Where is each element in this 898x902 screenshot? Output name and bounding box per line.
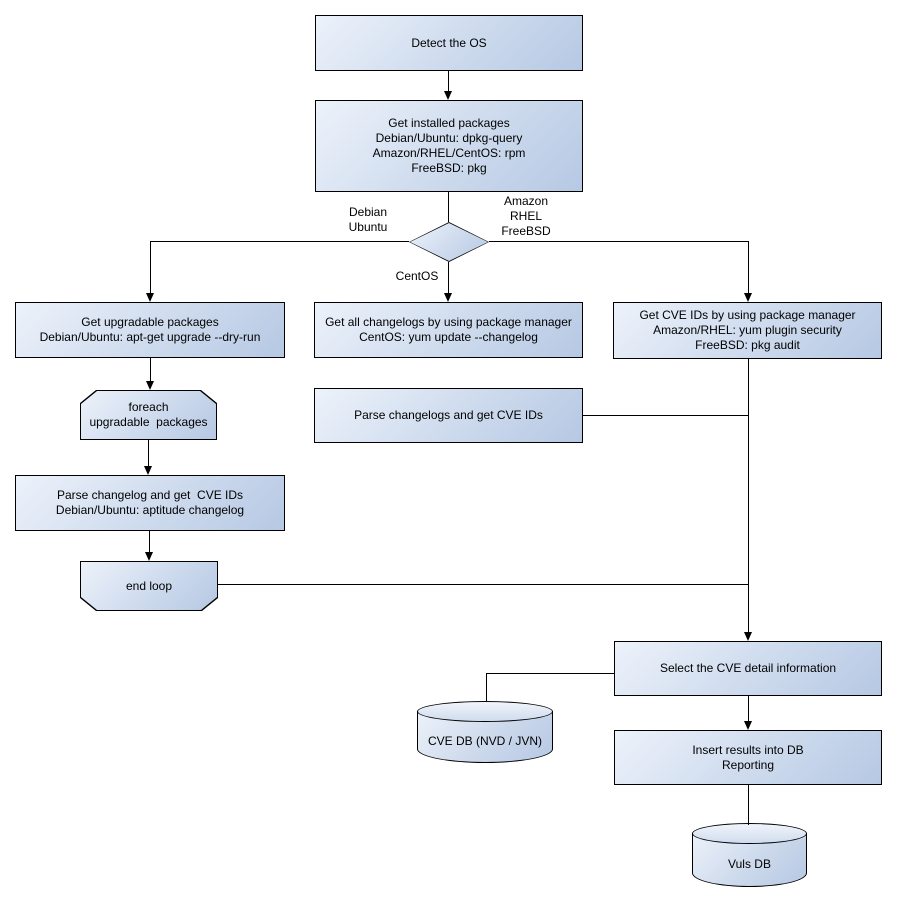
edge-select-to-insert-arrowhead [744,721,752,730]
text-line: FreeBSD: pkg audit [695,338,800,352]
edge-decision-to-cve-ids-arrowhead [744,293,752,302]
text-line: Reporting [721,757,775,772]
edge-label-centos: CentOS [395,269,439,283]
loop-end-fill [81,562,217,610]
edge-endloop-merge-hline [218,584,748,585]
activity-parse-changelogs: Parse changelogs and get CVE IDs [314,388,583,443]
edge-foreach-to-parse-arrowhead [144,466,152,475]
text-line: Get upgradable packages [81,315,219,329]
loop-end: end loop [80,561,218,611]
text-line: end loop [125,578,173,593]
text-line: CentOS: yum update --changelog [359,330,538,344]
edge-label-debian-ubuntu: Debian Ubuntu [348,205,388,234]
edge-detect-to-installed-arrowhead [444,91,452,100]
edge-decision-to-changelogs-arrowhead [444,293,452,302]
edge-label-amazon-rhel-freebsd: Amazon RHEL FreeBSD [501,194,551,238]
decision-os-branch-fill [410,223,488,261]
edge-upgradable-to-foreach-line [150,358,151,381]
database-vuls-db-top [692,823,807,844]
text-line: Debian/Ubuntu: apt-get upgrade --dry-run [39,330,261,344]
edge-merge-to-select-arrowhead [744,632,752,641]
text-line: Debian/Ubuntu: aptitude changelog [55,503,245,517]
database-vuls-db: Vuls DB [692,823,807,887]
edge-decision-right-vline [748,241,749,293]
text-line: FreeBSD: pkg [411,161,487,175]
database-cve-db: CVE DB (NVD / JVN) [417,701,553,763]
edge-installed-to-decision-line [448,192,449,222]
loop-end-text: end loop [80,561,218,611]
text-line: Insert results into DB [692,742,804,757]
edge-parse-changelogs-merge-hline [583,415,748,416]
edge-detect-to-installed-line [448,71,449,92]
edge-select-to-insert-line [748,696,749,721]
edge-decision-right-hline [489,241,748,242]
text-line: Parse changelog and get CVE IDs [56,488,244,502]
database-cve-db-top [417,701,553,722]
text-line: upgradable packages [89,415,208,429]
text-line: foreach [128,400,169,414]
loop-start-foreach-fill [81,391,216,439]
edge-decision-left-vline [150,241,151,293]
decision-os-branch [409,222,489,262]
edge-merge-to-select-vline [748,359,749,632]
edge-foreach-to-parse-line [148,440,149,466]
text-line: Parse changelogs and get CVE IDs [354,408,543,422]
edge-upgradable-to-foreach-arrowhead [146,381,154,390]
text-line: Get installed packages [388,116,510,130]
edge-decision-left-hline [150,241,409,242]
edge-cvedb-to-select-vline [486,673,487,701]
activity-get-all-changelogs: Get all changelogs by using package mana… [314,302,583,358]
text-line: Detect the OS [411,35,487,50]
text-line: Amazon/RHEL: yum plugin security [653,323,842,337]
database-cve-db-label: CVE DB (NVD / JVN) [427,733,542,748]
text-line: Get CVE IDs by using package manager [639,308,856,322]
edge-decision-down-vline [448,262,449,293]
activity-detect-os: Detect the OS [315,15,583,71]
edge-parse-to-endloop-line [149,531,150,552]
text-line: Amazon/RHEL/CentOS: rpm [372,146,526,160]
activity-select-cve-detail: Select the CVE detail information [614,641,882,696]
text-line: Select the CVE detail information [659,661,837,675]
edge-decision-to-upgradable-arrowhead [146,293,154,302]
text-line: Get all changelogs by using package mana… [325,315,572,329]
edge-insert-to-vulsdb-line [748,785,749,825]
text-line: Debian/Ubuntu: dpkg-query [375,131,523,145]
edge-cvedb-to-select-hline [486,673,614,674]
edge-parse-to-endloop-arrowhead [145,552,153,561]
database-vuls-db-label: Vuls DB [728,856,771,871]
